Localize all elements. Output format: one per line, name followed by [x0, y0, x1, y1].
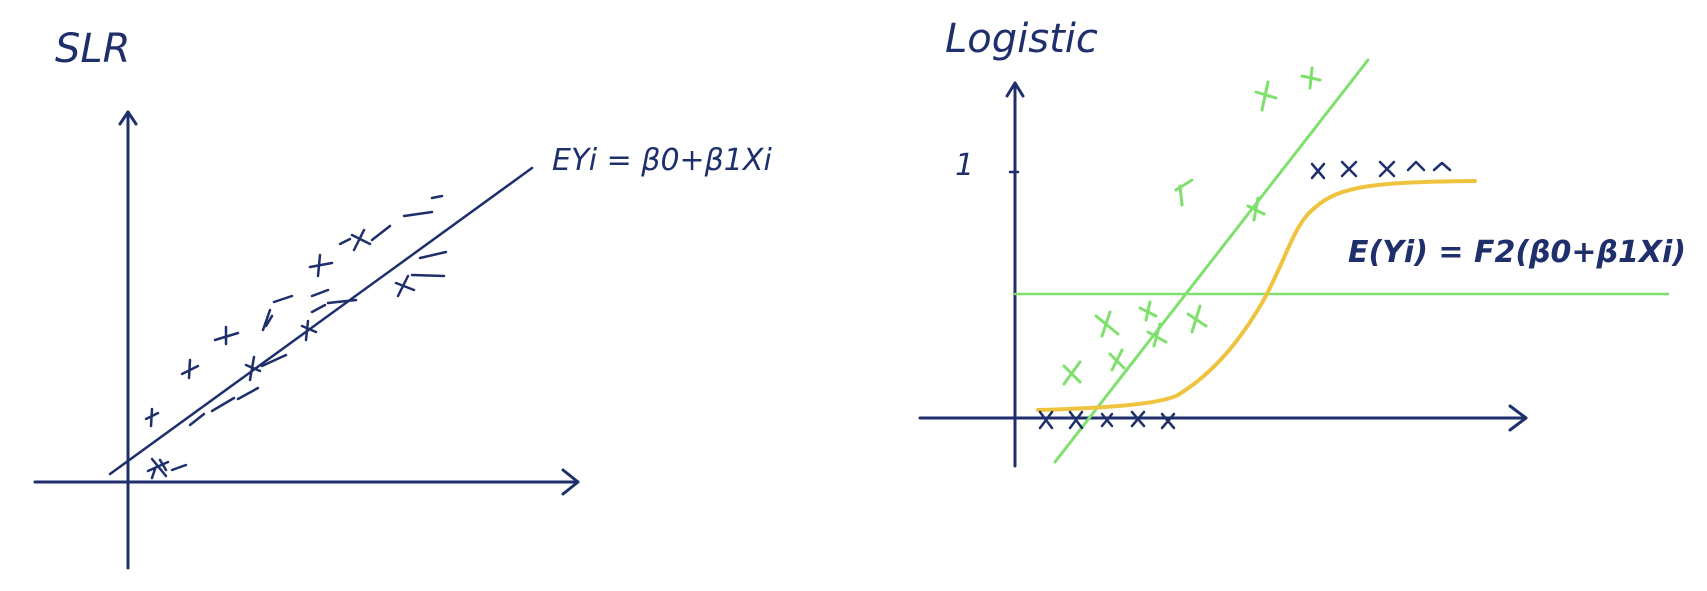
slr-point — [244, 355, 262, 382]
green-point — [1186, 304, 1208, 334]
slr-point — [308, 253, 334, 278]
green-point — [1138, 300, 1158, 322]
one-point — [1432, 161, 1452, 172]
zero-point — [1160, 412, 1176, 430]
zero-point — [1038, 410, 1054, 430]
one-point — [1310, 162, 1326, 180]
slr-point — [402, 210, 434, 218]
green-point — [1246, 196, 1266, 222]
slr-point — [213, 325, 240, 346]
logistic-x-axis-arrow — [1508, 404, 1528, 432]
slr-point — [188, 412, 206, 427]
slr-point — [272, 294, 294, 304]
logistic-title: Logistic — [945, 16, 1098, 62]
slr-point — [261, 308, 274, 332]
slr-point — [144, 407, 160, 428]
logistic-one-points — [1310, 160, 1452, 180]
slr-point — [350, 228, 372, 252]
zero-point — [1068, 410, 1084, 430]
green-point — [1146, 322, 1168, 348]
logistic-y-tick-label: 1 — [955, 148, 974, 183]
sigmoid-curve — [1036, 179, 1477, 412]
slr-point — [236, 386, 260, 401]
zero-point — [1100, 412, 1114, 428]
slr-point — [394, 274, 416, 298]
logistic-y-axis-arrow — [1005, 81, 1025, 98]
slr-panel: SLR EYi = β0+β1Xi — [33, 26, 772, 570]
slr-point — [418, 250, 448, 260]
one-point — [1378, 160, 1396, 178]
green-point — [1094, 310, 1120, 338]
zero-point — [1130, 410, 1146, 428]
one-point — [1406, 160, 1426, 172]
slr-point — [326, 298, 358, 305]
slr-y-axis-arrow — [118, 110, 138, 126]
logistic-green-points — [1062, 66, 1322, 386]
logistic-panel: Logistic 1 E(Yi) = F2(β0+β1Xi) — [918, 16, 1686, 468]
slr-point — [410, 273, 446, 278]
green-point — [1108, 348, 1126, 372]
slr-point — [310, 288, 330, 314]
slr-point — [150, 458, 168, 480]
one-point — [1340, 160, 1358, 178]
slr-point — [146, 457, 170, 478]
green-point — [1062, 360, 1082, 386]
linear-fit-line — [1053, 58, 1370, 464]
slr-point — [180, 358, 200, 380]
slr-point — [210, 396, 236, 413]
green-point — [1300, 66, 1322, 90]
green-point — [1174, 178, 1194, 207]
slr-data-points — [144, 194, 448, 480]
slr-point — [300, 319, 318, 342]
slr-point — [338, 237, 352, 246]
slr-equation: EYi = β0+β1Xi — [552, 143, 772, 178]
slr-point — [430, 194, 444, 200]
slr-title: SLR — [55, 26, 130, 72]
slr-point — [170, 463, 188, 472]
slr-x-axis-arrow — [561, 468, 580, 496]
logistic-zero-points — [1038, 410, 1176, 430]
slr-point — [260, 353, 288, 368]
slr-point — [370, 224, 392, 242]
slr-regression-line — [108, 166, 534, 476]
green-point — [1254, 80, 1278, 112]
logistic-equation: E(Yi) = F2(β0+β1Xi) — [1348, 235, 1686, 270]
